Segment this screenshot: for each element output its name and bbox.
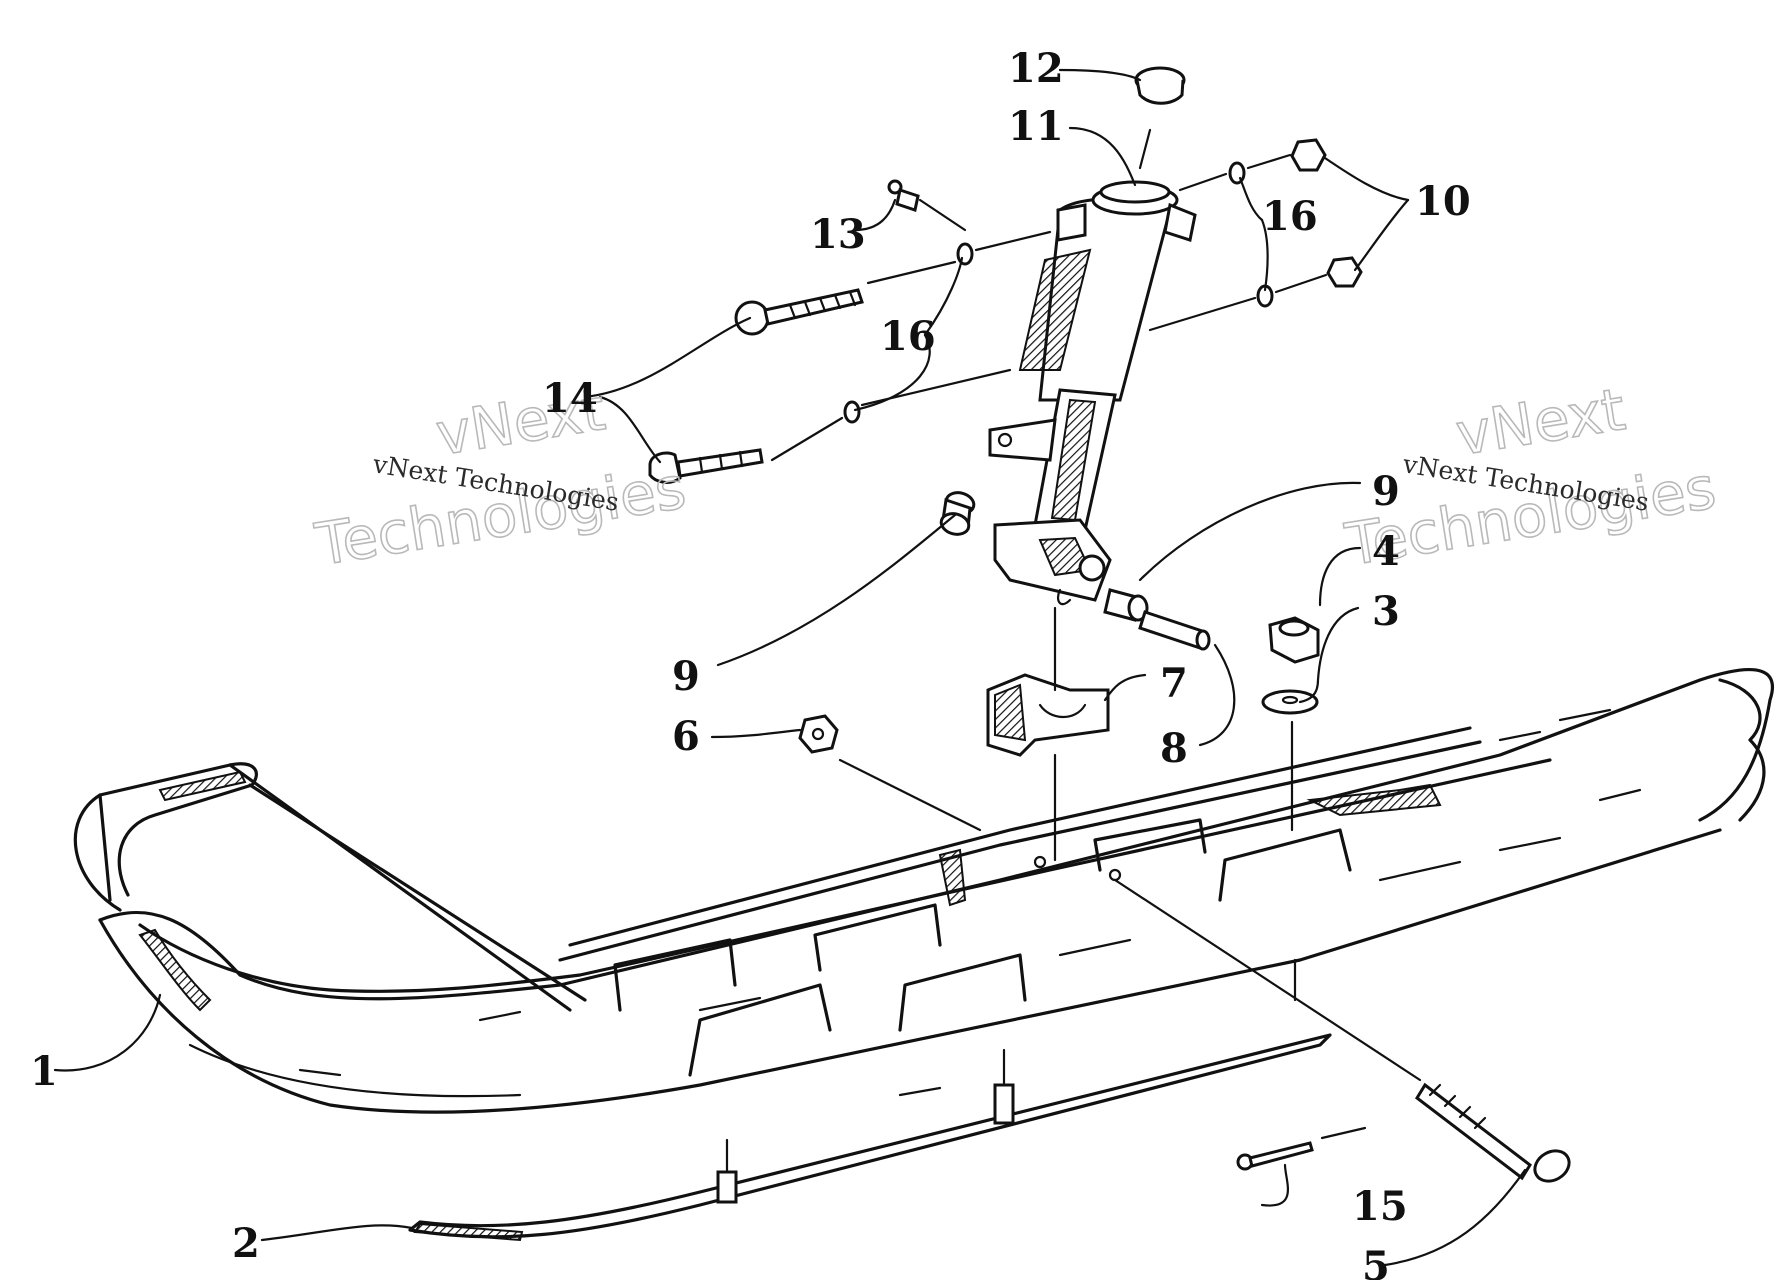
part-label-10: 10 (1415, 178, 1471, 225)
cap (1134, 66, 1186, 105)
part-label-16-right: 16 (1262, 193, 1318, 240)
leader-lines (53, 68, 1527, 1267)
grease-fitting (887, 179, 920, 212)
ski-body (73, 668, 1775, 1114)
long-bolt-5 (1415, 1082, 1571, 1183)
pivot-pin (1138, 610, 1211, 651)
part-label-9-left: 9 (672, 653, 700, 700)
cotter-pin-15 (1236, 1141, 1314, 1171)
part-labels: 1 2 3 4 5 6 7 8 9 9 10 11 12 13 14 15 16… (30, 45, 1471, 1280)
part-label-9-right: 9 (1372, 468, 1400, 515)
part-label-2: 2 (232, 1220, 260, 1267)
part-label-12: 12 (1008, 45, 1064, 92)
part-label-5: 5 (1362, 1243, 1390, 1280)
lock-nut-4 (1268, 616, 1320, 664)
watermark-right-line1: vNext (1452, 375, 1630, 469)
bushing-left (939, 491, 976, 536)
part-label-8: 8 (1160, 725, 1188, 772)
part-label-7: 7 (1160, 660, 1188, 707)
part-label-4: 4 (1372, 528, 1400, 575)
part-label-15: 15 (1352, 1183, 1408, 1230)
part-label-13: 13 (810, 211, 866, 258)
wear-bar (408, 1033, 1332, 1242)
spindle-housing (988, 180, 1197, 606)
part-label-1: 1 (30, 1048, 58, 1095)
watermark-left: vNext Technologies vNext Technologies (310, 374, 691, 579)
nuts-upper (1290, 138, 1363, 288)
part-label-6: 6 (672, 713, 700, 760)
bolt-upper (734, 288, 864, 336)
part-label-11: 11 (1008, 103, 1064, 150)
part-label-14: 14 (542, 375, 598, 422)
bushing-right (1103, 588, 1149, 622)
washer-3 (1261, 689, 1319, 715)
saddle-bracket (986, 673, 1110, 757)
part-label-16-left: 16 (880, 313, 936, 360)
part-label-3: 3 (1372, 588, 1400, 635)
alignment-lines (770, 128, 1422, 1140)
nut-6 (798, 714, 839, 754)
